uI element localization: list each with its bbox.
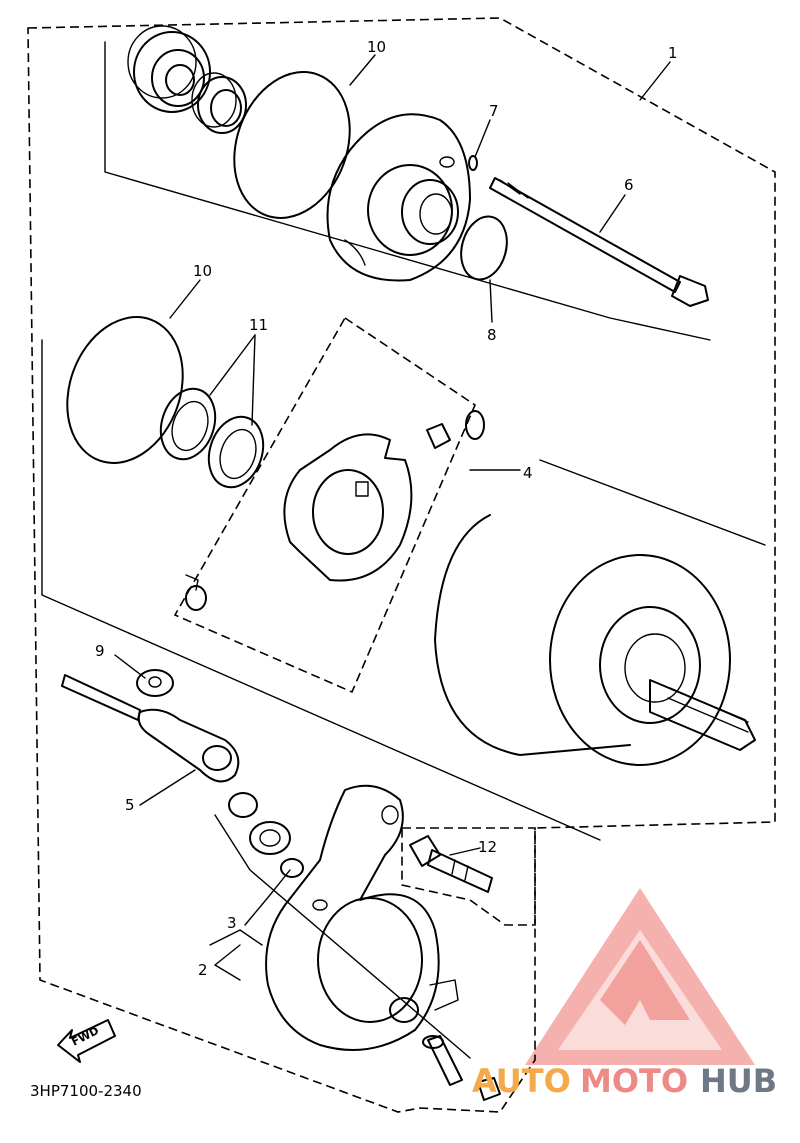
rear-cover [265, 784, 459, 1051]
label-11: 11 [249, 316, 268, 334]
bolt-12 [409, 835, 493, 893]
watermark-moto: MOTO [580, 1062, 688, 1100]
middle-group-frame [41, 339, 601, 841]
leader-lines [114, 54, 671, 1059]
label-10b: 10 [193, 262, 212, 280]
terminal-bolt [422, 1035, 501, 1101]
label-8: 8 [487, 326, 497, 344]
washers [159, 387, 265, 489]
o-ring-small [468, 155, 478, 171]
assembly-outline [27, 17, 776, 1113]
watermark-text: AUTO MOTO HUB [472, 1062, 777, 1100]
label-5: 5 [125, 796, 135, 814]
oil-seal [191, 72, 247, 134]
label-2: 2 [198, 961, 208, 979]
label-4: 4 [523, 464, 533, 482]
upper-group-frame [104, 41, 711, 341]
lead-wire [61, 674, 240, 783]
o-ring-middle [66, 316, 184, 464]
terminal-nut-washers [228, 792, 304, 878]
brushes [185, 410, 485, 611]
watermark-auto: AUTO [472, 1062, 571, 1100]
bolt-box-outline [401, 827, 536, 926]
watermark-hub: HUB [700, 1062, 777, 1100]
nut-9 [136, 669, 174, 697]
brush-plate-outline [173, 316, 476, 694]
label-10a: 10 [367, 38, 386, 56]
fwd-arrow-icon: FWD [57, 1019, 116, 1063]
label-6: 6 [624, 176, 634, 194]
o-ring-8 [460, 215, 508, 281]
label-1: 1 [668, 44, 678, 62]
drawing-code: 3HP7100-2340 [30, 1082, 142, 1100]
through-bolt [489, 177, 709, 307]
label-9: 9 [95, 642, 105, 660]
o-ring-top [233, 71, 351, 219]
brush-plate [283, 433, 413, 582]
label-7: 7 [489, 102, 499, 120]
armature-yoke [434, 514, 756, 766]
front-cover [326, 113, 471, 282]
label-3: 3 [227, 914, 237, 932]
yoke-frame-top [539, 459, 766, 546]
bearing [127, 25, 211, 113]
watermark-logo [525, 888, 755, 1065]
label-12: 12 [478, 838, 497, 856]
